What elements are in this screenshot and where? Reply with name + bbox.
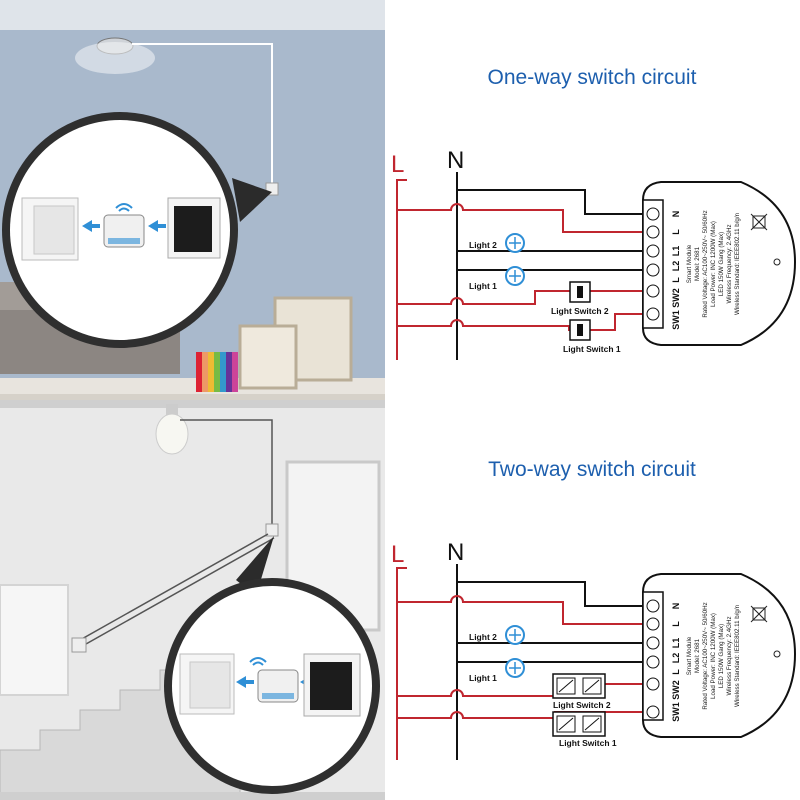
module-spec: Rated Voltage: AC100~250V~ 50/60Hz: [702, 210, 709, 317]
one-way-diagram: One-way switch circuit L N Light 2 Light…: [385, 0, 800, 400]
module-spec: Load Power: INC 1200W (Max): [710, 613, 717, 699]
neutral-label: N: [447, 147, 464, 174]
arrow-icon: [236, 676, 254, 688]
switch1-label: Light Switch 1: [559, 738, 617, 748]
terminal-label: SW2: [671, 680, 681, 700]
terminal-label: SW1: [671, 702, 681, 722]
module-spec: Smart Module: [686, 244, 693, 283]
terminal-label: L: [671, 229, 681, 235]
switch1-wire: [397, 711, 643, 719]
living-room-illustration: [0, 0, 385, 400]
terminal-label: L: [671, 621, 681, 627]
light1-label: Light 1: [469, 673, 497, 683]
module-spec: Model: 2681: [694, 246, 701, 281]
weee-bin-icon: [752, 607, 766, 621]
smart-module-icon: [642, 573, 797, 738]
arrow-icon: [82, 220, 100, 232]
two-way-diagram: Two-way switch circuit L N Light 2 Light…: [385, 400, 800, 800]
terminal-label: N: [671, 603, 681, 610]
diagram-title: One-way switch circuit: [488, 66, 697, 89]
module-spec: Wireless Standard: IEEE802.11 b/g/n: [734, 212, 741, 315]
terminal-label: N: [671, 211, 681, 218]
module-button-icon: [773, 258, 781, 266]
live-label: L: [391, 541, 404, 568]
terminal-label: L: [671, 277, 681, 283]
weee-bin-icon: [752, 215, 766, 229]
neutral-wire: [457, 189, 643, 215]
neutral-wire: [457, 581, 643, 607]
living-room-photo: [0, 0, 385, 400]
module-spec: LED 150W Gang (Max): [718, 232, 725, 296]
live-label: L: [391, 151, 404, 178]
wifi-icon: [115, 203, 133, 212]
module-button-icon: [773, 650, 781, 658]
neutral-label: N: [447, 539, 464, 566]
switch1-label: Light Switch 1: [563, 344, 621, 354]
terminal-label: SW2: [671, 288, 681, 308]
terminal-label: L2: [671, 261, 681, 272]
wifi-icon: [249, 657, 267, 666]
picture-frame: [238, 324, 298, 390]
module-spec: Smart Module: [686, 636, 693, 675]
switch2-wire: [397, 683, 643, 697]
diagram-title: Two-way switch circuit: [488, 458, 696, 481]
terminal-label: L1: [671, 638, 681, 649]
smart-module-icon: [642, 181, 797, 346]
arrow-icon: [148, 220, 166, 232]
module-spec: Load Power: INC 1200W (Max): [710, 221, 717, 307]
light2-label: Light 2: [469, 632, 497, 642]
module-spec: Rated Voltage: AC100~250V~ 50/60Hz: [702, 602, 709, 709]
module-spec: Wireless Frequency: 2.4GHz: [726, 616, 733, 695]
wall-switch-icon: [71, 637, 87, 653]
switch1-wire: [397, 313, 643, 331]
two-way-circuit-svg: Two-way switch circuit L N Light 2 Light…: [391, 458, 797, 760]
ceiling: [0, 0, 385, 30]
terminal-label: L1: [671, 246, 681, 257]
module-spec: Wireless Frequency: 2.4GHz: [726, 224, 733, 303]
switch2-label: Light Switch 2: [553, 700, 611, 710]
terminal-label: L: [671, 669, 681, 675]
lamp-glow: [75, 42, 155, 74]
terminal-label: L2: [671, 653, 681, 664]
wire: [180, 419, 273, 530]
wall-switch-icon: [265, 523, 279, 537]
switch2-wire: [397, 290, 643, 305]
module-spec: LED 150W Gang (Max): [718, 624, 725, 688]
live-bus: [396, 567, 407, 760]
bulb-icon: [155, 413, 189, 455]
light2-label: Light 2: [469, 240, 497, 250]
live-wire: [397, 203, 643, 233]
staircase-illustration: [0, 400, 385, 800]
wire: [132, 43, 273, 192]
switch2-label: Light Switch 2: [551, 306, 609, 316]
terminal-label: SW1: [671, 310, 681, 330]
live-wire: [397, 595, 643, 625]
light1-label: Light 1: [469, 281, 497, 291]
staircase-photo: [0, 400, 385, 800]
module-spec: Model: 2681: [694, 638, 701, 673]
wire: [79, 533, 269, 641]
live-bus: [396, 179, 407, 360]
module-spec: Wireless Standard: IEEE802.11 b/g/n: [734, 604, 741, 707]
one-way-circuit-svg: One-way switch circuit L N Light 2 Light…: [391, 66, 797, 360]
